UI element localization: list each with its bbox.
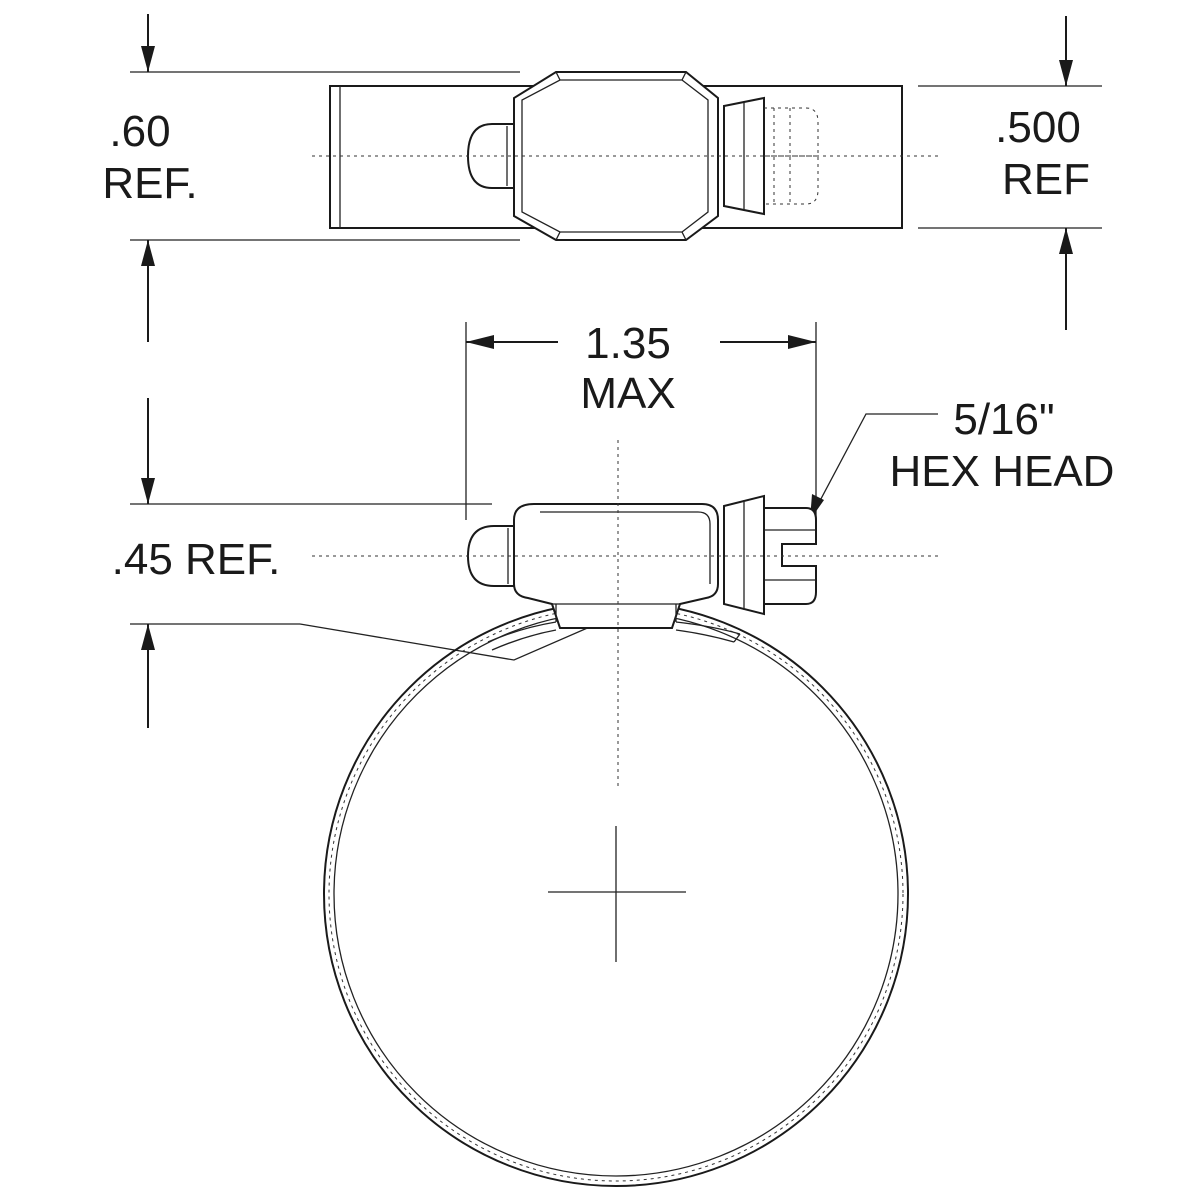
housing-height-label: .45 REF. [112, 535, 281, 584]
dimension-housing-height [130, 398, 593, 728]
dimension-band-width [130, 14, 520, 342]
band-width-value: .60 [109, 107, 170, 156]
top-view [312, 71, 938, 241]
screw-size-suffix: HEX HEAD [890, 447, 1115, 496]
housing-width-suffix: REF [1002, 155, 1090, 204]
screw-size-value: 5/16" [953, 395, 1054, 444]
overall-length-suffix: MAX [580, 369, 675, 418]
hex-head-side-view [763, 507, 817, 605]
housing-width-value: .500 [995, 103, 1081, 152]
dimension-overall-length [465, 322, 817, 520]
center-crosshair [548, 826, 686, 962]
band-width-suffix: REF. [102, 159, 197, 208]
housing-side-view [513, 503, 719, 629]
band-overlap [487, 621, 741, 651]
dimension-housing-width [918, 16, 1102, 330]
overall-length-value: 1.35 [585, 319, 671, 368]
